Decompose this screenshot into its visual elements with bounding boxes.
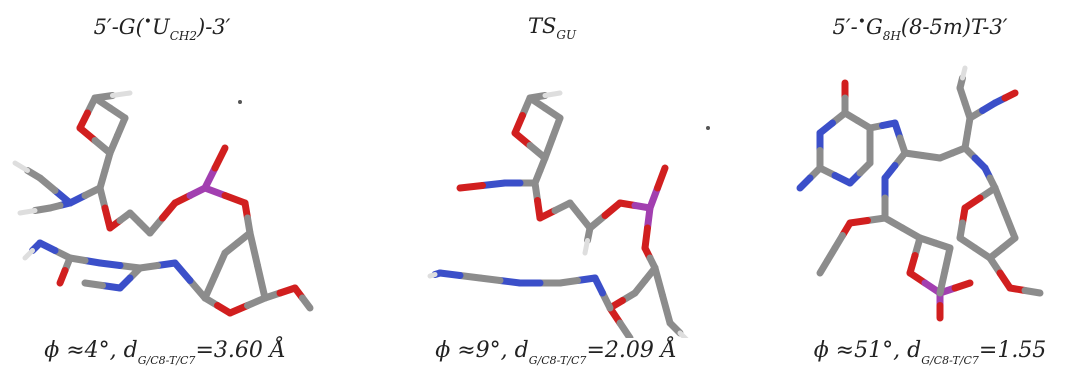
- bond-stick: [1001, 89, 1019, 102]
- bond-stick: [246, 229, 261, 269]
- bond-stick: [81, 279, 106, 289]
- bond-stick: [542, 90, 563, 98]
- bond-stick: [526, 94, 549, 112]
- bond-stick: [659, 292, 674, 327]
- bond-stick: [1001, 209, 1019, 242]
- bond-stick: [12, 160, 30, 173]
- bond-stick: [479, 179, 509, 189]
- bond-stick: [171, 259, 194, 284]
- bond-stick: [654, 164, 669, 192]
- bond-stick: [201, 184, 229, 199]
- bond-stick: [541, 134, 556, 162]
- panel-3-caption: ϕ ≈51°, dG/C8-T/C7=1.55: [813, 338, 1047, 367]
- bond-stick: [582, 238, 590, 256]
- bond-stick: [22, 248, 35, 261]
- bond-stick: [56, 267, 69, 287]
- bond-stick: [221, 192, 249, 207]
- bond-stick: [651, 264, 666, 299]
- panel-1-title: 5′-G(•UCH2)-3′: [93, 14, 231, 43]
- molecule-1-stick-model: [12, 90, 314, 317]
- bond-stick: [211, 144, 229, 172]
- radical-dot-2: [706, 126, 710, 130]
- bond-stick: [549, 114, 564, 142]
- bond-stick: [17, 208, 38, 216]
- bond-stick: [936, 267, 949, 297]
- bond-stick: [1021, 287, 1044, 297]
- bond-stick: [427, 272, 438, 279]
- bond-stick: [951, 279, 974, 292]
- molecule-3-stick-model: [796, 65, 1044, 322]
- bond-stick: [186, 277, 209, 302]
- bond-stick: [646, 184, 661, 212]
- bond-stick: [254, 262, 269, 302]
- bond-stick: [816, 257, 831, 277]
- panel-2-caption: ϕ ≈9°, dG/C8-T/C7=2.09 Å: [435, 338, 677, 367]
- bond-stick: [211, 249, 229, 279]
- bond-stick: [841, 109, 861, 124]
- radical-dot-1: [238, 100, 242, 104]
- bond-stick: [616, 319, 634, 338]
- bond-stick: [91, 94, 114, 112]
- panel-1-caption: ϕ ≈4°, dG/C8-T/C7=3.60 Å: [44, 338, 286, 367]
- bond-stick: [796, 174, 814, 192]
- bond-stick: [941, 244, 954, 274]
- molecule-2-stick-model: [427, 90, 689, 338]
- panel-2-title: TSGU: [527, 14, 577, 42]
- bond-stick: [201, 164, 219, 192]
- bond-stick: [31, 204, 54, 214]
- bond-stick: [201, 272, 219, 302]
- panel-3-title: 5′-•G8H(8-5m)T-3′: [832, 14, 1008, 43]
- bond-stick: [110, 90, 133, 98]
- bond-stick: [991, 184, 1009, 217]
- bond-stick: [677, 330, 689, 338]
- bond-stick: [456, 182, 486, 192]
- bond-stick: [299, 294, 314, 312]
- bond-stick: [960, 65, 968, 81]
